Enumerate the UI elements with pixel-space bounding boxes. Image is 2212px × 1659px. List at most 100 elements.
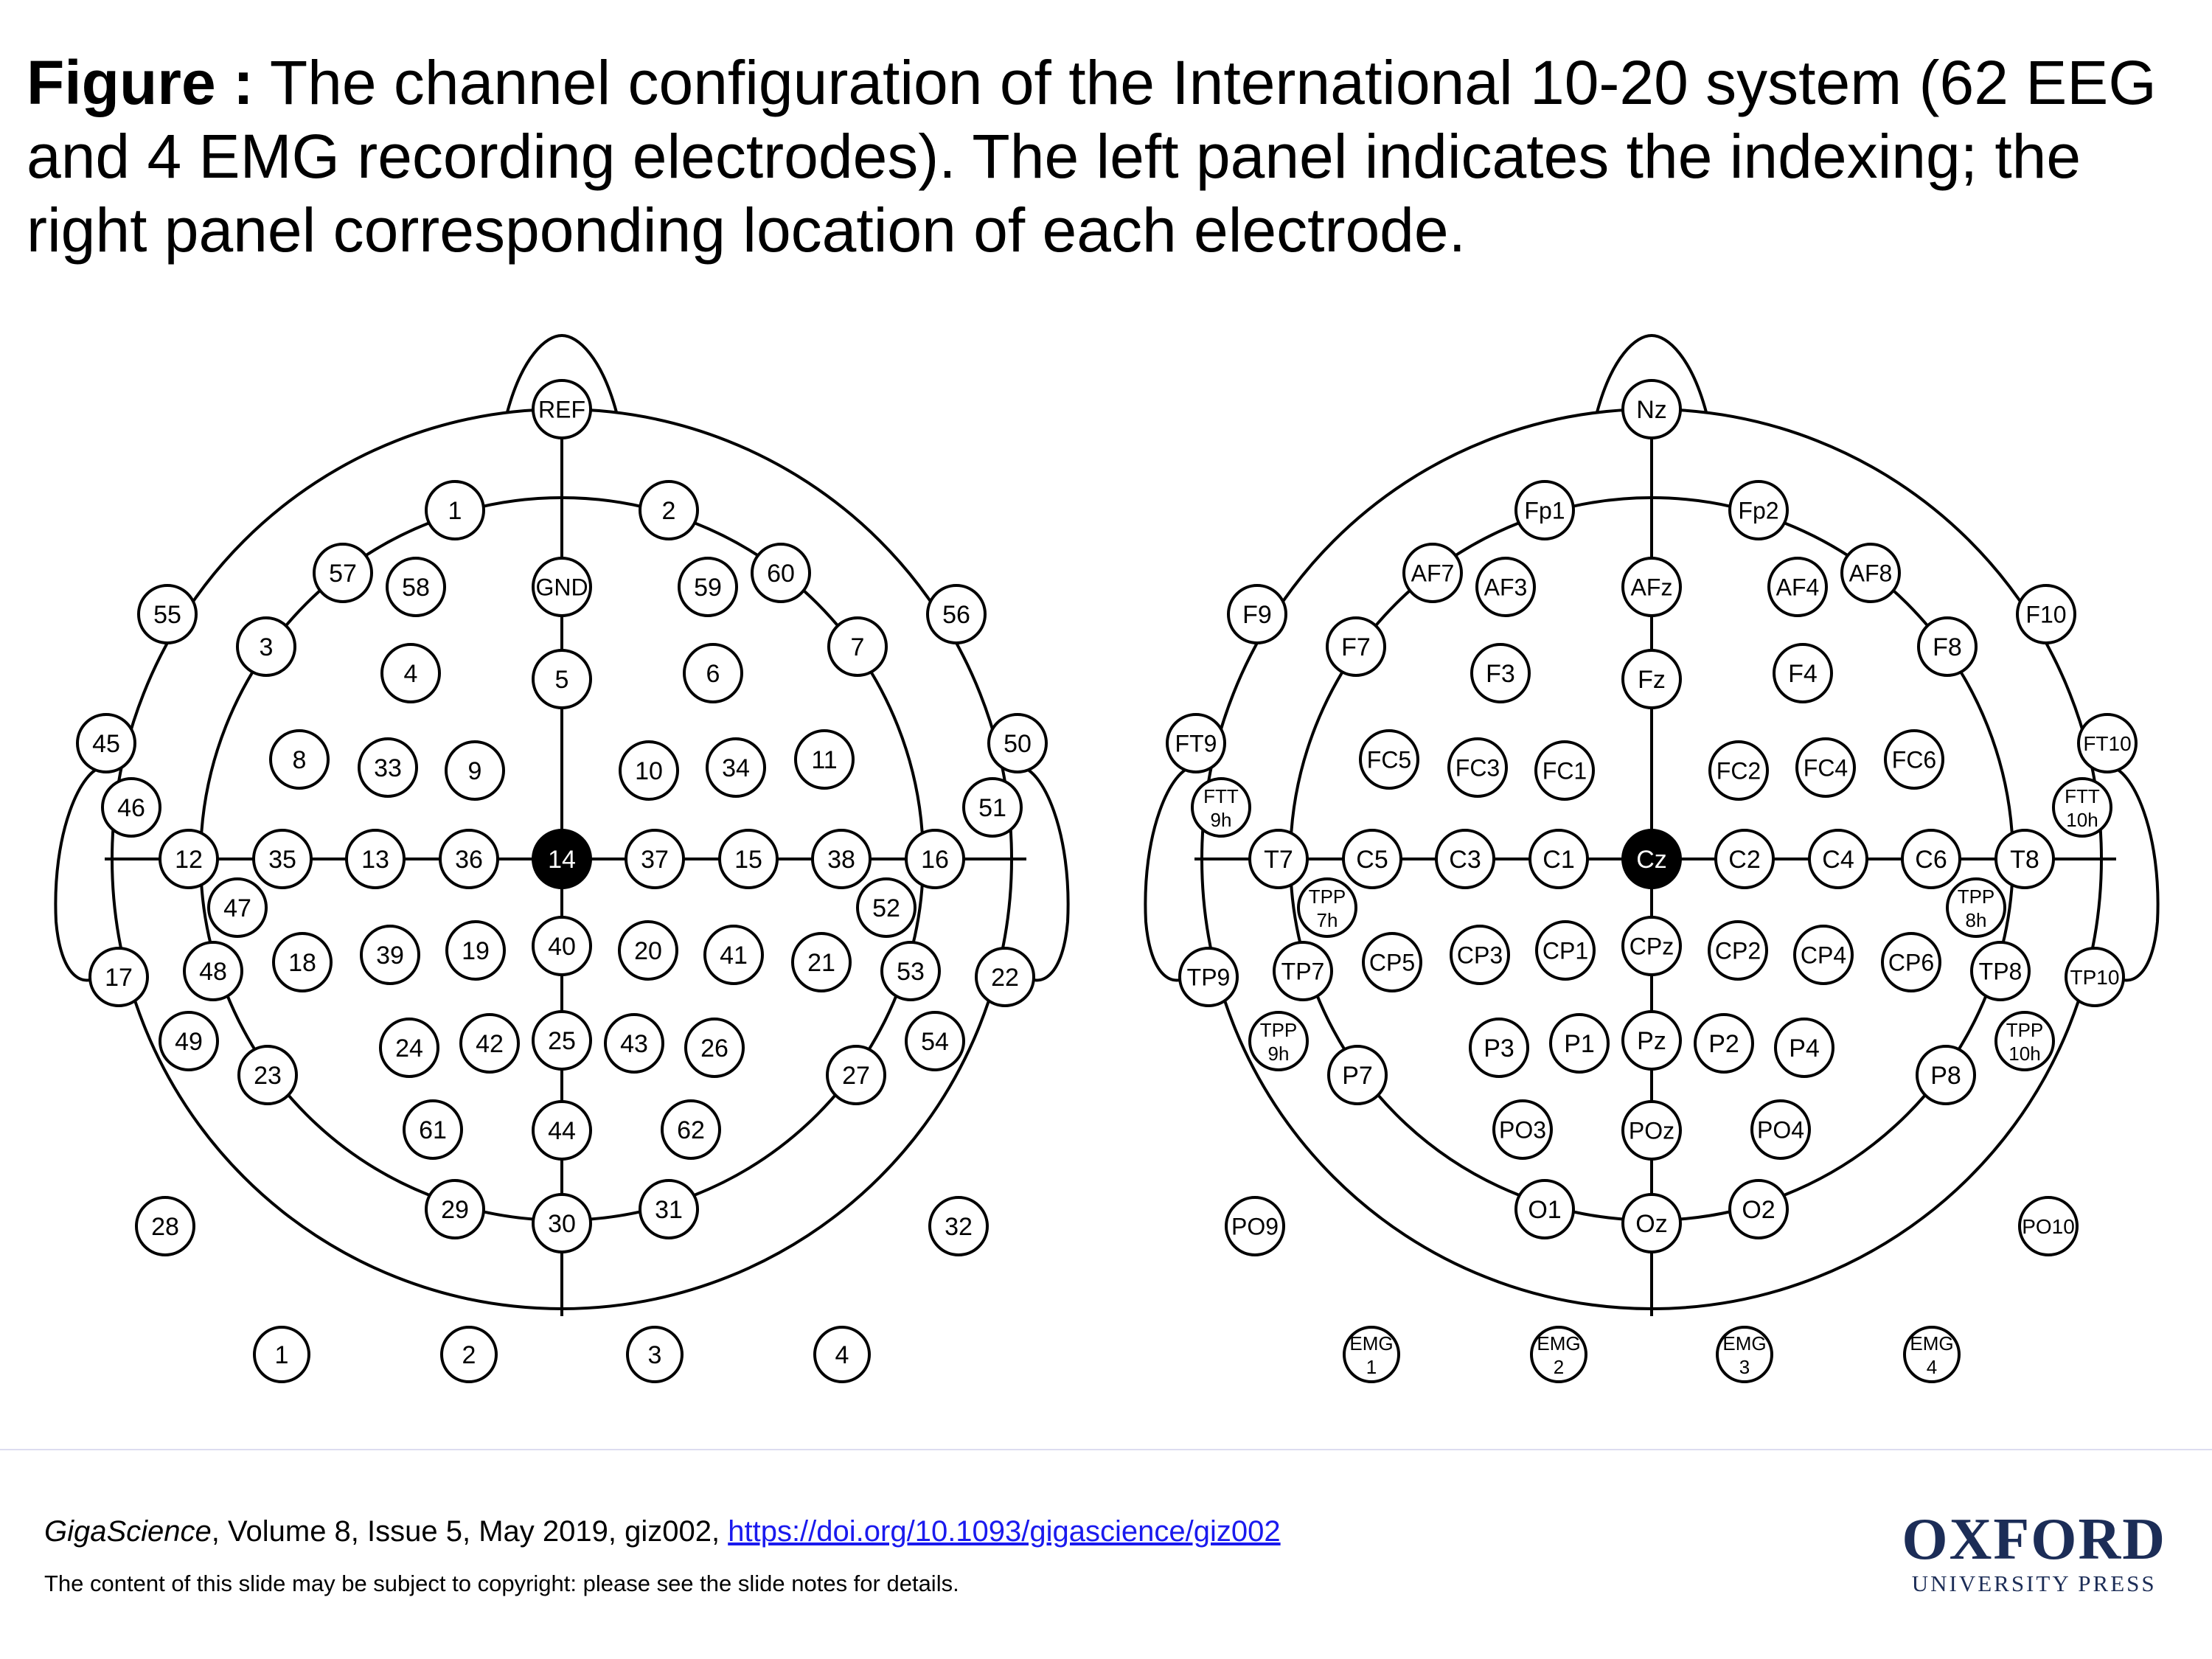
- electrode-label: CP3: [1457, 942, 1503, 969]
- electrode: 31: [639, 1179, 699, 1239]
- electrode-marker: [532, 829, 592, 889]
- electrode-label: 43: [620, 1030, 648, 1058]
- electrode-label: CPz: [1630, 933, 1674, 960]
- electrode: 55: [137, 584, 198, 644]
- electrode: 17: [88, 947, 149, 1007]
- electrode-marker: [159, 829, 219, 889]
- electrode-marker: [425, 480, 485, 540]
- electrode-label: 3: [260, 633, 274, 661]
- electrode-marker: [1343, 1326, 1400, 1383]
- electrode-label: 27: [842, 1062, 870, 1090]
- electrode-label: 15: [734, 846, 762, 874]
- electrode-label: Fp2: [1738, 498, 1778, 524]
- electrode: 59: [678, 557, 738, 617]
- electrode-marker: [1621, 829, 1682, 889]
- electrode: 46: [101, 777, 161, 838]
- electrode-marker: [826, 1045, 886, 1105]
- doi-link[interactable]: https://doi.org/10.1093/gigascience/giz0…: [728, 1515, 1281, 1548]
- electrode-marker: [1530, 1326, 1587, 1383]
- electrode-marker: [751, 543, 811, 603]
- electrode-sublabel: 8h: [1966, 909, 1987, 931]
- electrode-label: 50: [1004, 730, 1032, 758]
- electrode: CP3: [1450, 925, 1510, 985]
- electrode: C6: [1901, 829, 1961, 889]
- electrode: TP7: [1273, 941, 1333, 1001]
- electrode-label: C3: [1449, 846, 1481, 874]
- electrode-marker: [1514, 480, 1575, 540]
- electrode: CPz: [1621, 916, 1682, 976]
- electrode-marker: [386, 557, 446, 617]
- copyright-notice: The content of this slide may be subject…: [44, 1571, 959, 1596]
- electrode-marker: [532, 649, 592, 709]
- electrode-marker: [159, 1011, 219, 1071]
- electrode: C2: [1714, 829, 1775, 889]
- electrode-label: 1: [448, 497, 462, 525]
- electrode-label: AF4: [1776, 574, 1820, 601]
- electrode-marker: [1435, 829, 1495, 889]
- electrode-marker: [1470, 643, 1531, 703]
- electrode-label: 10: [635, 757, 663, 785]
- electrode: FT10: [2077, 713, 2138, 773]
- electrode: 18: [272, 932, 333, 992]
- electrode: P3: [1469, 1018, 1529, 1078]
- electrode-label: O1: [1528, 1196, 1561, 1224]
- electrode-marker: [1840, 543, 1901, 603]
- electrode-label: 59: [694, 574, 722, 602]
- electrode: 39: [360, 925, 420, 985]
- footer-divider: [0, 1449, 2212, 1450]
- electrode: P4: [1774, 1018, 1834, 1078]
- electrode-label: CP2: [1715, 938, 1761, 964]
- electrode-marker: [1881, 932, 1941, 992]
- electrode-marker: [1621, 1193, 1682, 1253]
- electrode-marker: [1917, 616, 1978, 677]
- electrode-marker: [137, 584, 198, 644]
- electrode-label: Pz: [1637, 1027, 1666, 1055]
- electrode: P2: [1694, 1013, 1754, 1074]
- electrode: 25: [532, 1010, 592, 1071]
- electrode-marker: [272, 932, 333, 992]
- electrode-marker: [1795, 737, 1856, 798]
- electrode-label: 7: [851, 633, 865, 661]
- electrode-marker: [1994, 1011, 2055, 1071]
- electrode: FC5: [1359, 729, 1419, 790]
- electrode-marker: [358, 737, 418, 798]
- electrode: 11: [794, 729, 855, 790]
- electrode: TP9: [1178, 947, 1239, 1007]
- electrode-marker: [88, 947, 149, 1007]
- head-outline: [54, 334, 1070, 1316]
- electrode-marker: [639, 480, 699, 540]
- electrode-marker: [101, 777, 161, 838]
- electrode-sublabel: 9h: [1211, 809, 1232, 831]
- electrode: REF: [532, 379, 592, 439]
- electrode-label: FTT: [1203, 785, 1239, 807]
- electrode-marker: [2052, 777, 2112, 838]
- electrode-label: REF: [538, 397, 585, 423]
- citation-details: , Volume 8, Issue 5, May 2019, giz002,: [211, 1515, 728, 1548]
- electrode: Cz: [1621, 829, 1682, 889]
- electrode-marker: [1166, 713, 1226, 773]
- electrode-label: C1: [1543, 846, 1574, 874]
- electrode-label: POz: [1629, 1118, 1674, 1144]
- electrode-label: C2: [1728, 846, 1760, 874]
- electrode: 24: [379, 1018, 439, 1078]
- electrode: 54: [905, 1011, 965, 1071]
- electrode: 12: [159, 829, 219, 889]
- electrode-marker: [619, 740, 679, 801]
- electrode-label: 55: [153, 601, 181, 629]
- electrode-marker: [1716, 1326, 1773, 1383]
- electrode-marker: [926, 584, 987, 644]
- electrode-marker: [661, 1099, 721, 1160]
- electrode-label: 58: [402, 574, 430, 602]
- electrode: 41: [703, 925, 764, 985]
- electrode-marker: [380, 643, 441, 703]
- electrode-label: 48: [199, 958, 227, 986]
- electrode-marker: [379, 1018, 439, 1078]
- electrode: 8: [269, 729, 330, 790]
